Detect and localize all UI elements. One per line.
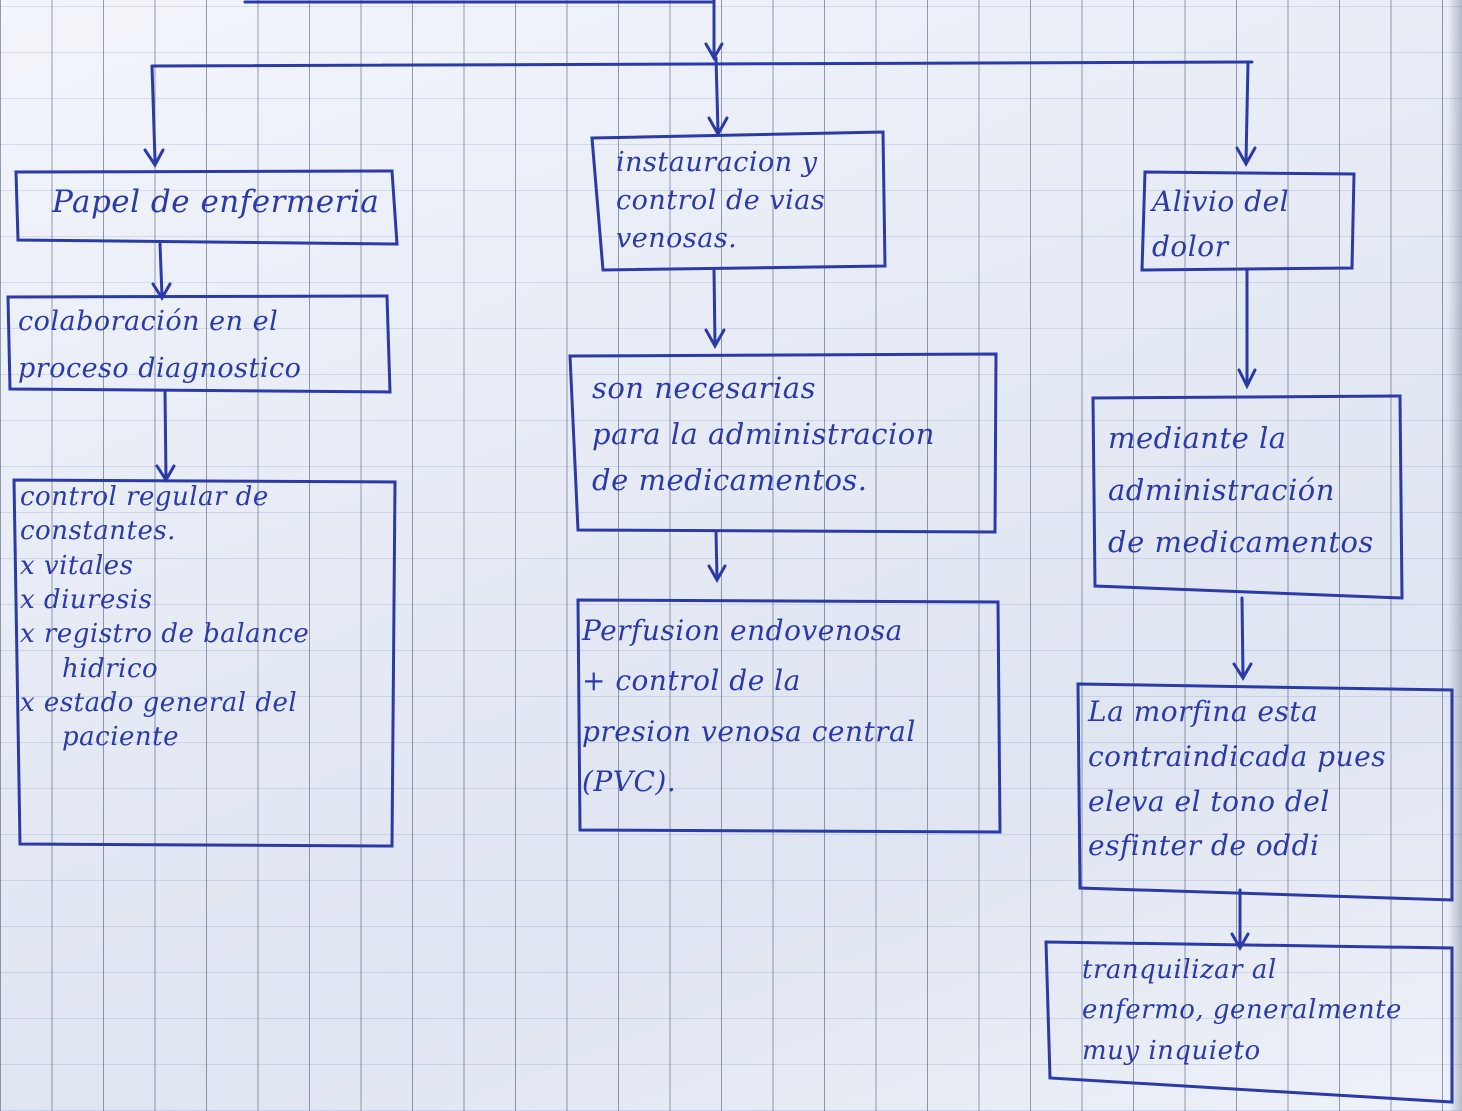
arrow-right: [1235, 146, 1257, 168]
node-text: Perfusion endovenosa: [582, 614, 903, 647]
node-text: mediante la: [1108, 421, 1287, 455]
node-text: hidrico: [62, 653, 159, 684]
node-papel-enfermeria: Papel de enfermeria: [52, 180, 379, 224]
branch-left: [150, 64, 157, 162]
node-text: esfinter de oddi: [1088, 829, 1320, 863]
box-control: [12, 478, 397, 848]
node-list-item: x diuresis: [20, 584, 153, 615]
arrow-mid-1: [704, 328, 726, 350]
node-text: administración: [1108, 473, 1335, 508]
connector-mid-1: [712, 268, 717, 346]
connector-right-2: [1240, 596, 1245, 678]
node-alivio-dolor: Alivio del dolor: [1152, 180, 1289, 270]
connector-left-2: [163, 390, 168, 480]
node-text: paciente: [62, 722, 179, 753]
node-son-necesarias: son necesarias para la administracion de…: [592, 366, 935, 503]
central-arrow-a: [704, 42, 724, 62]
node-text: dolor: [1152, 229, 1229, 263]
branch-right: [1244, 60, 1250, 164]
arrow-mid-2: [707, 564, 727, 584]
box-perf: [576, 598, 1002, 834]
node-instauracion: instauracion y control de vias venosas.: [616, 144, 825, 257]
node-text: La morfina esta: [1088, 695, 1319, 728]
arrow-right-1: [1237, 368, 1257, 390]
node-mediante: mediante la administración de medicament…: [1108, 412, 1374, 569]
node-text: contraindicada pues: [1088, 739, 1387, 773]
box-papel: [14, 169, 399, 246]
node-text: control regular de: [20, 482, 269, 512]
node-perfusion: Perfusion endovenosa + control de la pre…: [582, 606, 916, 808]
node-text: enfermo, generalmente: [1082, 995, 1402, 1026]
box-inst: [590, 130, 887, 272]
arrow-left: [143, 148, 165, 168]
node-text: de medicamentos: [1108, 525, 1374, 560]
node-text: son necesarias: [592, 371, 816, 405]
node-text: (PVC).: [582, 765, 677, 799]
node-text: eleva el tono del: [1088, 784, 1330, 818]
arrow-right-2: [1232, 662, 1253, 681]
node-text: constantes.: [20, 516, 176, 547]
box-morf: [1076, 682, 1454, 902]
node-text: Papel de enfermeria: [52, 184, 380, 220]
node-tranquilizar: tranquilizar al enfermo, generalmente mu…: [1082, 950, 1402, 1071]
node-text: de medicamentos.: [592, 462, 868, 497]
node-list-item: x registro de balance: [20, 619, 310, 650]
node-text: colaboración en el: [18, 306, 279, 337]
node-colaboracion: colaboración en el proceso diagnostico: [18, 298, 301, 393]
node-text: proceso diagnostico: [18, 353, 302, 385]
node-text: + control de la: [582, 664, 801, 698]
node-text: instauracion y: [616, 147, 818, 178]
node-list-item: x vitales: [20, 550, 134, 581]
node-text: venosas.: [616, 222, 738, 254]
box-med: [1091, 394, 1404, 600]
box-son: [568, 352, 998, 534]
node-text: presion venosa central: [582, 714, 916, 748]
connector-mid-2: [714, 530, 719, 580]
distributor-line: [150, 60, 1254, 68]
node-list-item: x estado general del: [20, 687, 298, 718]
node-text: para la administracion: [592, 416, 935, 451]
node-text: muy inquieto: [1082, 1035, 1261, 1066]
arrow-right-3: [1230, 932, 1250, 952]
node-text: control de vias: [616, 184, 826, 216]
box-tranq: [1044, 940, 1454, 1104]
connector-left-1: [158, 242, 164, 298]
branch-middle: [714, 56, 720, 134]
node-text: tranquilizar al: [1082, 955, 1277, 985]
node-control-constantes: control regular de constantes. x vitales…: [20, 480, 309, 755]
box-alivio: [1140, 170, 1356, 272]
box-colab: [6, 294, 392, 394]
node-morfina: La morfina esta contraindicada pues elev…: [1088, 690, 1386, 869]
node-text: Alivio del: [1152, 185, 1290, 218]
